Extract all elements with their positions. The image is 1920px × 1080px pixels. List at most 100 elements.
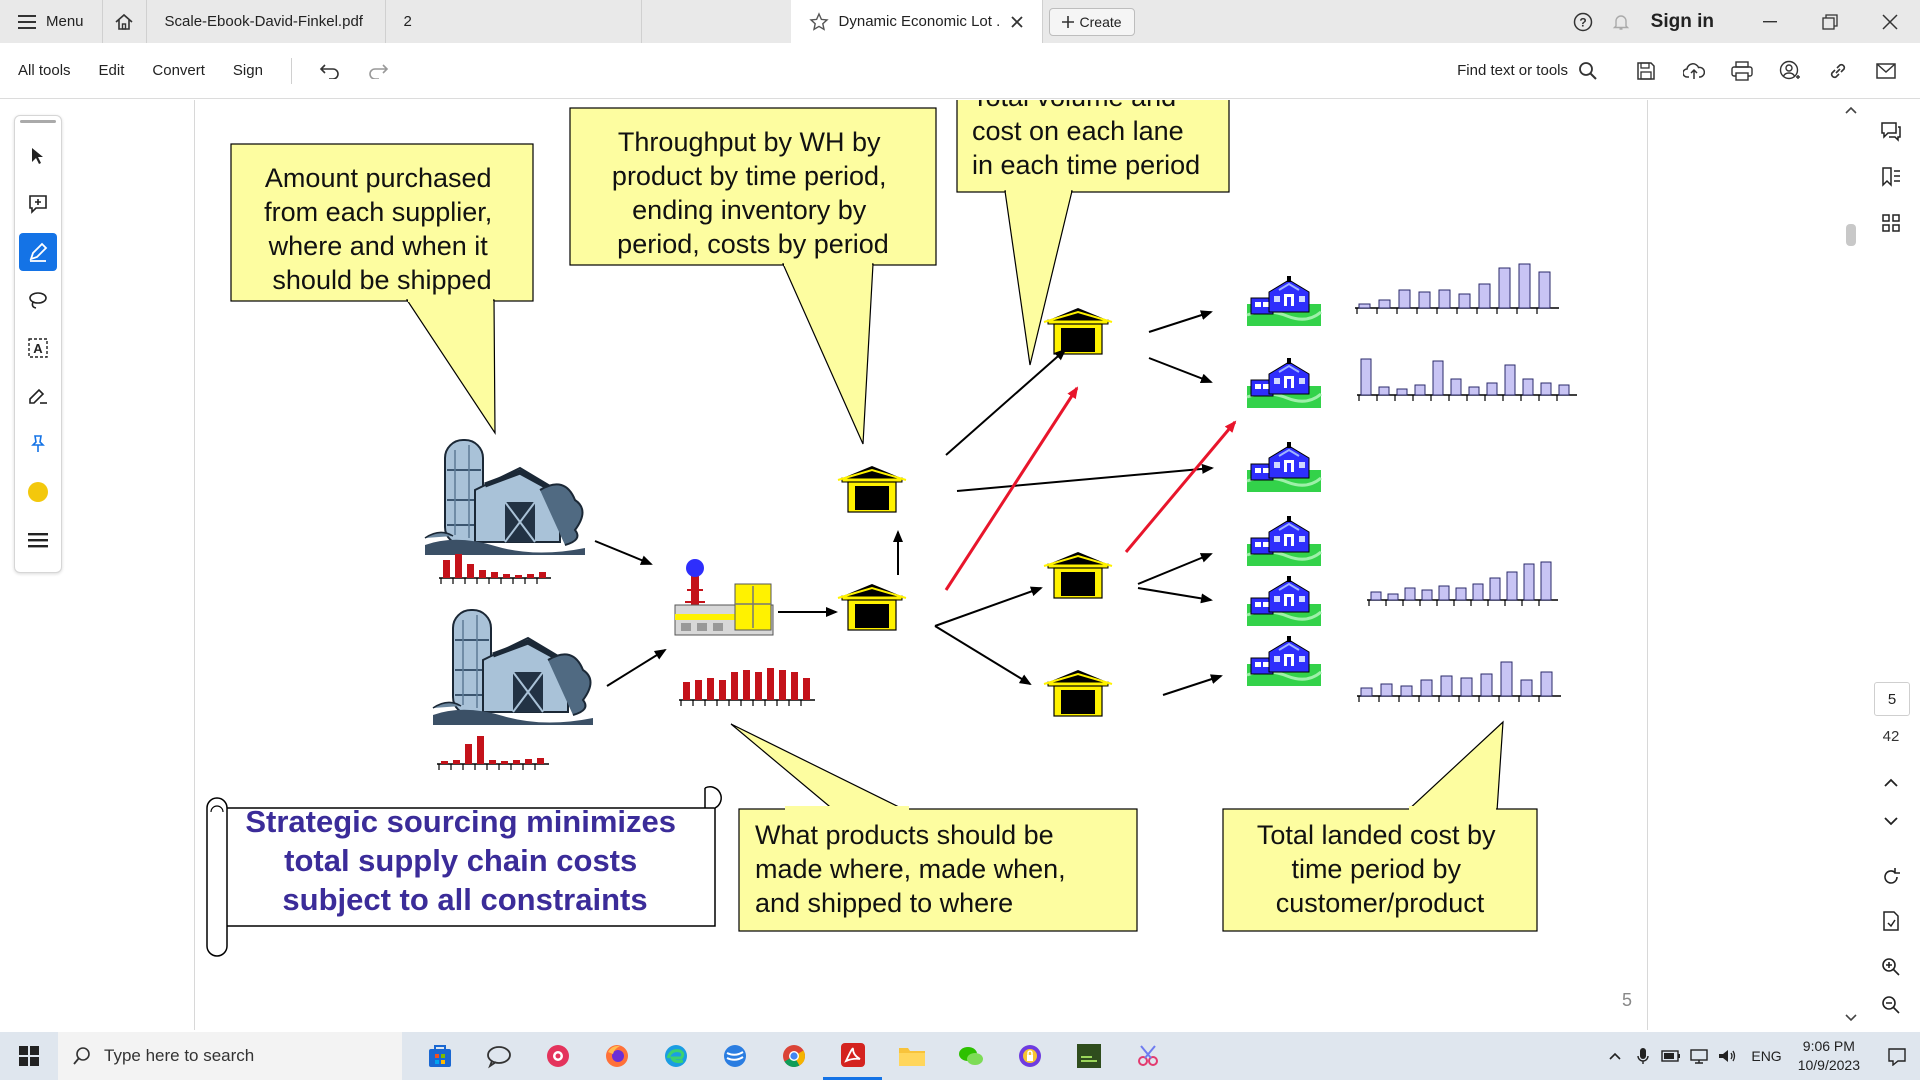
shield-lock-icon — [1018, 1045, 1041, 1067]
help-icon[interactable]: ? — [1573, 12, 1593, 32]
hamburger-icon — [18, 14, 36, 29]
sign-tool-button[interactable] — [19, 377, 57, 415]
taskbar-search-box[interactable]: Type here to search — [58, 1032, 402, 1080]
notification-icon — [1888, 1048, 1906, 1066]
callout-production: What products should be made where, made… — [730, 723, 1138, 932]
network-button[interactable] — [1685, 1048, 1713, 1064]
all-tools-menu[interactable]: All tools — [18, 62, 71, 79]
print-button[interactable] — [1718, 60, 1766, 81]
tab-dynamic-economic-lot[interactable]: Dynamic Economic Lot ... — [790, 0, 1043, 43]
add-comment-button[interactable] — [19, 185, 57, 223]
email-button[interactable] — [1862, 62, 1910, 79]
highlight-tool-button[interactable] — [19, 233, 57, 271]
redo-button[interactable] — [354, 63, 402, 79]
scroll-down-icon[interactable] — [1842, 1012, 1860, 1024]
copy-link-button[interactable] — [1814, 61, 1862, 81]
input-language[interactable]: ENG — [1751, 1048, 1782, 1064]
callout-supplier-line-3: where and when it — [268, 231, 489, 261]
create-button[interactable]: Create — [1048, 7, 1135, 36]
bell-icon[interactable] — [1611, 12, 1631, 32]
volume-button[interactable] — [1713, 1048, 1741, 1064]
scroll-up-icon[interactable] — [1842, 104, 1860, 116]
taskbar-app-reader[interactable] — [1059, 1032, 1118, 1080]
bookmarks-panel-button[interactable] — [1862, 154, 1920, 200]
mini-chart-bar — [695, 680, 702, 700]
comments-panel-button[interactable] — [1862, 108, 1920, 154]
previous-page-button[interactable] — [1862, 766, 1920, 800]
mini-chart-bar — [1380, 683, 1393, 697]
draw-freehand-button[interactable] — [19, 281, 57, 319]
home-button[interactable] — [101, 0, 146, 43]
taskbar-clock[interactable]: 9:06 PM 10/9/2023 — [1798, 1037, 1860, 1075]
upload-button[interactable] — [1670, 61, 1718, 81]
swift-icon — [723, 1045, 746, 1067]
microphone-button[interactable] — [1629, 1047, 1657, 1065]
callout-warehouse-line-4: period, costs by period — [617, 229, 889, 259]
sign-in-button[interactable]: Sign in — [1650, 10, 1714, 32]
mini-chart-bar — [1504, 364, 1516, 396]
rotate-button[interactable] — [1862, 860, 1920, 894]
taskbar-app-recorder[interactable] — [528, 1032, 587, 1080]
zoom-in-button[interactable] — [1862, 950, 1920, 984]
show-hidden-icons-button[interactable] — [1601, 1051, 1629, 1061]
star-icon[interactable] — [808, 11, 829, 32]
menu-button[interactable]: Menu — [0, 0, 102, 43]
vertical-scrollbar[interactable] — [1842, 100, 1860, 1030]
close-window-button[interactable] — [1860, 0, 1920, 43]
taskbar-app-vpn[interactable] — [1000, 1032, 1059, 1080]
taskbar-app-edge[interactable] — [646, 1032, 705, 1080]
undo-button[interactable] — [306, 63, 354, 79]
document-viewport[interactable]: Amount purchased from each supplier, whe… — [0, 100, 1860, 1030]
mini-chart-bar — [1418, 291, 1431, 309]
mini-chart-bar — [779, 670, 786, 700]
find-text-or-tools[interactable]: Find text or tools — [1457, 62, 1568, 79]
tab-2[interactable]: 2 — [386, 0, 642, 43]
pin-tool-button[interactable] — [19, 425, 57, 463]
battery-button[interactable] — [1657, 1049, 1685, 1063]
current-page-input[interactable]: 5 — [1874, 682, 1910, 716]
mini-chart-bar — [1396, 388, 1408, 396]
mini-bar-chart — [439, 554, 551, 584]
start-button[interactable] — [0, 1032, 58, 1080]
taskbar-app-swift[interactable] — [705, 1032, 764, 1080]
mini-chart-bar — [1438, 289, 1451, 309]
search-icon[interactable] — [1578, 61, 1598, 81]
taskbar-app-file-explorer[interactable] — [882, 1032, 941, 1080]
convert-menu[interactable]: Convert — [152, 62, 205, 79]
clock-time: 9:06 PM — [1802, 1038, 1855, 1054]
restore-button[interactable] — [1800, 0, 1860, 43]
color-picker-button[interactable] — [19, 473, 57, 511]
mini-chart-bar — [479, 570, 486, 578]
taskbar-app-wechat[interactable] — [941, 1032, 1000, 1080]
share-user-button[interactable] — [1766, 60, 1814, 82]
taskbar-app-chat[interactable] — [469, 1032, 528, 1080]
thumbnails-panel-button[interactable] — [1862, 200, 1920, 246]
edge-icon — [664, 1045, 687, 1067]
mini-chart-bar — [1520, 679, 1533, 697]
add-text-button[interactable]: A — [19, 329, 57, 367]
svg-text:Total landed cost by: Total landed cost by time period by cust… — [1257, 820, 1503, 918]
zoom-out-button[interactable] — [1862, 988, 1920, 1022]
next-page-button[interactable] — [1862, 804, 1920, 838]
page-extract-button[interactable] — [1862, 904, 1920, 938]
callout-warehouse-line-1: Throughput by WH by — [618, 127, 881, 157]
taskbar-app-chrome[interactable] — [764, 1032, 823, 1080]
select-tool-button[interactable] — [19, 137, 57, 175]
windows-taskbar: Type here to search ENG 9:06 PM 10/9/202… — [0, 1032, 1920, 1080]
edit-menu[interactable]: Edit — [98, 62, 125, 79]
minimize-button[interactable] — [1740, 0, 1800, 43]
save-button[interactable] — [1622, 61, 1670, 81]
taskbar-app-store[interactable] — [410, 1032, 469, 1080]
taskbar-app-acrobat[interactable] — [823, 1032, 882, 1080]
tab-scale-ebook[interactable]: Scale-Ebook-David-Finkel.pdf — [145, 0, 386, 43]
rail-drag-handle[interactable] — [20, 120, 56, 123]
more-tools-button[interactable] — [19, 521, 57, 559]
mini-chart-bar — [1500, 661, 1513, 697]
close-icon[interactable] — [1010, 15, 1024, 29]
notifications-button[interactable] — [1874, 1046, 1920, 1066]
sign-menu[interactable]: Sign — [232, 62, 263, 79]
taskbar-app-snipping[interactable] — [1118, 1032, 1177, 1080]
mini-chart-bar — [731, 672, 738, 700]
taskbar-app-firefox[interactable] — [587, 1032, 646, 1080]
scrollbar-thumb[interactable] — [1846, 224, 1856, 246]
